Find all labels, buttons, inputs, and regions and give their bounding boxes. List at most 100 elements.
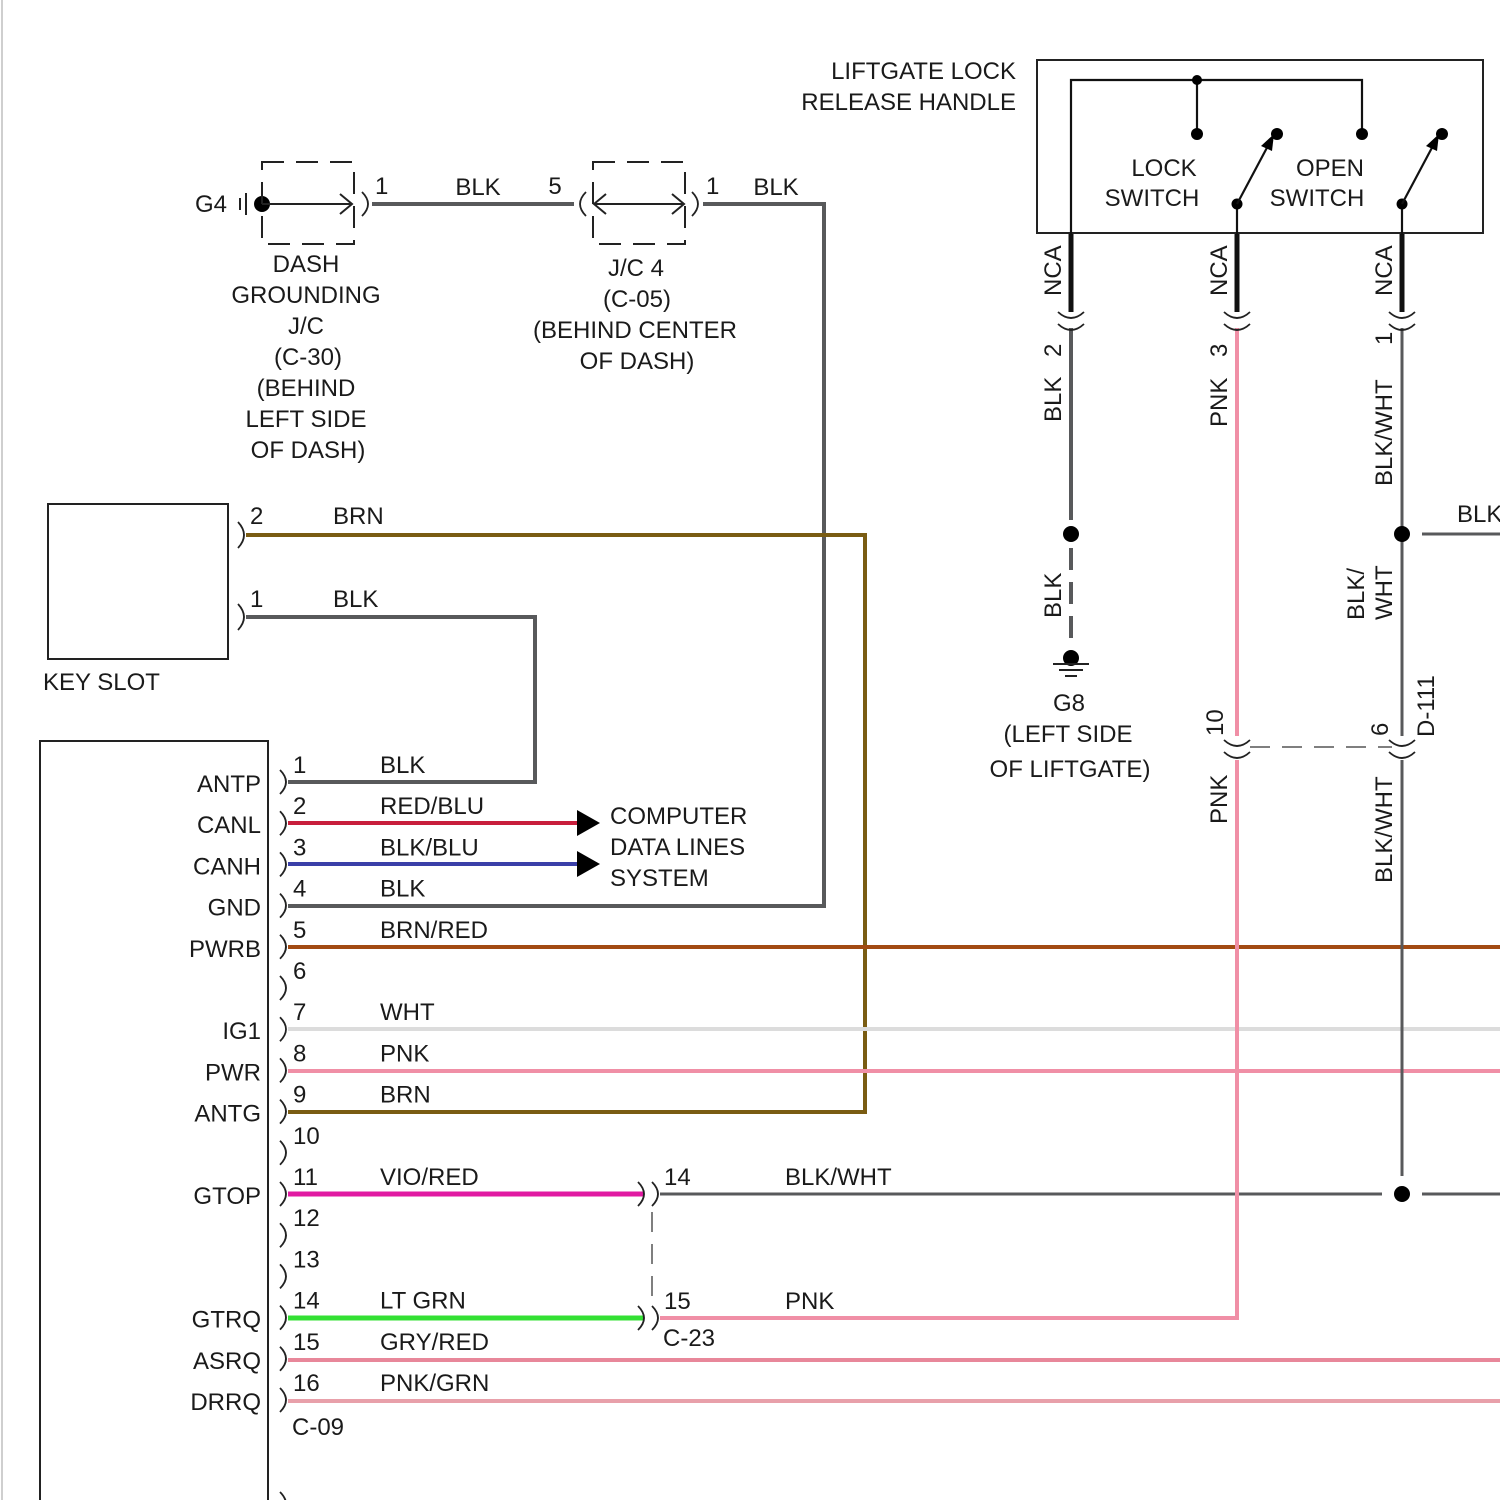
module-pin-function: CANL [197, 812, 261, 839]
c23: 14 15 BLK/WHT PNK C-23 [638, 1164, 892, 1352]
canl-arrow [577, 810, 600, 836]
module-connector-pin-14 [280, 1306, 286, 1330]
pin-label-jc4-in: 5 [548, 173, 561, 200]
module-pin-wire-color: BRN [380, 1082, 431, 1109]
open-switch-label-1: OPEN [1296, 155, 1364, 182]
liftgate-bus-splice [1192, 75, 1202, 85]
module-pin-function: DRRQ [190, 1389, 261, 1416]
key-slot-label: KEY SLOT [43, 669, 160, 696]
connector-pin-1 [1389, 312, 1415, 330]
module-pin-wire-color: BRN/RED [380, 917, 488, 944]
module-connector-pin-9 [280, 1100, 286, 1124]
liftgate-title-2: RELEASE HANDLE [801, 89, 1016, 116]
lock-switch-label-1: LOCK [1131, 155, 1196, 182]
module-pin-wire-color: PNK [380, 1040, 429, 1067]
pin-label-lock: 2 [1040, 344, 1067, 357]
ground-label-g4: G4 [195, 191, 227, 218]
key-slot-connector-1 [238, 604, 244, 630]
lock-switch-arrow [1261, 134, 1274, 151]
pin-label-c23-15: 15 [664, 1288, 691, 1315]
module-pin-number: 15 [293, 1329, 320, 1356]
pin-label-d111-pnk: 10 [1202, 709, 1229, 736]
module-connector-pin-7 [280, 1017, 286, 1041]
module-pin-wire-color: RED/BLU [380, 793, 484, 820]
g8-label-1: G8 [1053, 690, 1085, 717]
open-switch-blade [1402, 142, 1435, 204]
pin-label-mid: 3 [1206, 344, 1233, 357]
module-connector-pin-8 [280, 1058, 286, 1082]
wire-label-c23-blkwht: BLK/WHT [785, 1164, 892, 1191]
wire-jc4-to-gnd [288, 204, 824, 906]
wire-label-top-blk-1: BLK [455, 174, 500, 201]
module-connector-next [280, 1492, 286, 1500]
nca-label-1: NCA [1040, 245, 1067, 296]
module-pin-number: 6 [293, 958, 306, 985]
computer-data-label-1: COMPUTER [610, 803, 747, 830]
wire-label-blkwht-lower: BLK/WHT [1371, 776, 1398, 883]
computer-data-lines: COMPUTER DATA LINES SYSTEM [577, 803, 747, 892]
module-pin-wire-color: PNK/GRN [380, 1370, 489, 1397]
module-pin-number: 3 [293, 834, 306, 861]
module-pin-function: GND [208, 895, 261, 922]
module-pin-function: PWR [205, 1059, 261, 1086]
dash-ground-jc-connector [362, 192, 368, 216]
connector-pin-3 [1224, 312, 1250, 330]
connector-label-c23: C-23 [663, 1325, 715, 1352]
module-pin-number: 5 [293, 917, 306, 944]
module-pin-function: ASRQ [193, 1348, 261, 1375]
module-pin-wire-color: WHT [380, 999, 435, 1026]
d111-connector-blkwht [1389, 740, 1415, 758]
wire-label-blkwht-a: BLK/ [1343, 568, 1370, 620]
liftgate-title-1: LIFTGATE LOCK [831, 58, 1016, 85]
module-connector-pin-16 [280, 1388, 286, 1412]
module-pin-number: 7 [293, 999, 306, 1026]
module-pin-number: 14 [293, 1288, 320, 1315]
liftgate-connectors [1058, 312, 1415, 330]
wire-label-pnk-upper: PNK [1206, 378, 1233, 427]
jc4-connector-out [692, 192, 698, 216]
dash-ground-label-7: OF DASH) [251, 437, 366, 464]
wire-label-blk-g8: BLK [1040, 573, 1067, 618]
module-connector-pin-4 [280, 894, 286, 918]
connector-pin-2 [1058, 312, 1084, 330]
module-pin-wire-color: BLK [380, 876, 425, 903]
module-pin-number: 16 [293, 1370, 320, 1397]
module-pin-number: 11 [293, 1164, 318, 1191]
jc4-label-1: J/C 4 [608, 255, 664, 282]
dash-ground-label-3: J/C [288, 313, 324, 340]
pin-label-open: 1 [1371, 332, 1398, 345]
pin-label-c23-14: 14 [664, 1164, 691, 1191]
computer-data-label-2: DATA LINES [610, 834, 745, 861]
right-branch: BLK BLK/ WHT BLK/WHT PNK 10 6 D-111 [1202, 501, 1500, 1202]
lock-switch-label-2: SWITCH [1105, 185, 1200, 212]
nca-label-3: NCA [1371, 245, 1398, 296]
module-connector-pin-12 [280, 1223, 286, 1247]
module-connector-pin-1 [280, 770, 286, 794]
module-pin-function: PWRB [189, 936, 261, 963]
key-slot: KEY SLOT 2 1 BRN BLK [43, 503, 384, 696]
key-slot-connector-2 [238, 522, 244, 548]
liftgate-handle: LIFTGATE LOCK RELEASE HANDLE LOCK SWITCH… [801, 58, 1483, 234]
jc4: 5 1 J/C 4 (C-05) (BEHIND CENTER OF DASH) [533, 162, 737, 375]
wire-label-blk-lock: BLK [1040, 377, 1067, 422]
wire-label-blkwht-upper: BLK/WHT [1371, 379, 1398, 486]
splice-blkwht-lower [1394, 1186, 1410, 1202]
module-pin-number: 8 [293, 1040, 306, 1067]
g8-label-3: OF LIFTGATE) [990, 756, 1151, 783]
connector-label-d111: D-111 [1413, 675, 1440, 737]
dash-ground-label-1: DASH [273, 251, 340, 278]
module-connector-pin-13 [280, 1264, 286, 1288]
dash-ground-label-4: (C-30) [274, 344, 342, 371]
connector-label-c09: C-09 [292, 1414, 344, 1441]
pin-label-jc4-out: 1 [706, 173, 719, 200]
pin-label-key-slot-2: 2 [250, 503, 263, 530]
module-pin-number: 12 [293, 1205, 320, 1232]
nca-label-2: NCA [1206, 245, 1233, 296]
module-pin-number: 1 [293, 752, 306, 779]
module-pin-function: IG1 [222, 1018, 261, 1045]
module-connector-pin-3 [280, 852, 286, 876]
module-connector-pin-11 [280, 1182, 286, 1206]
wire-c23-pnk [660, 760, 1237, 1318]
